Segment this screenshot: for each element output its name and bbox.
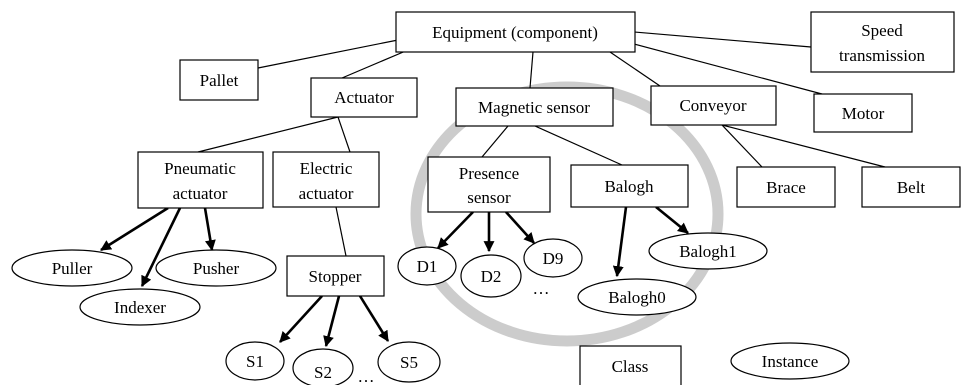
arrow-stopper-s5	[358, 295, 390, 342]
arrow-pneumatic-indexer	[140, 207, 182, 287]
arrow-balogh-balogh0	[612, 206, 628, 278]
class-equipment[interactable]: Equipment (component)	[395, 11, 636, 53]
edge-magnetic-balogh	[534, 125, 623, 166]
class-actuator[interactable]: Actuator	[310, 77, 418, 118]
legend-class: Class	[579, 345, 682, 385]
arrow-balogh-balogh1	[655, 205, 689, 235]
instance-indexer-label: Indexer	[114, 298, 166, 317]
class-motor[interactable]: Motor	[813, 93, 913, 133]
class-presence-sensor[interactable]: Presence sensor	[427, 156, 551, 213]
instance-puller-label: Puller	[52, 259, 93, 278]
class-pneumatic-actuator[interactable]: Pneumatic actuator	[137, 151, 264, 209]
edges	[197, 31, 886, 257]
class-speed-transmission-label-1: Speed	[861, 21, 903, 40]
class-conveyor-label: Conveyor	[679, 96, 746, 115]
class-speed-transmission[interactable]: Speed transmission	[810, 11, 955, 73]
instance-balogh0-label: Balogh0	[608, 288, 666, 307]
instance-d9-label: D9	[543, 249, 564, 268]
class-equipment-label: Equipment (component)	[432, 23, 598, 42]
class-stopper[interactable]: Stopper	[286, 255, 385, 297]
instance-d-ellipsis: …	[533, 279, 550, 298]
edge-conveyor-belt	[721, 124, 886, 168]
instance-d9[interactable]: D9	[523, 238, 583, 278]
instance-d2[interactable]: D2	[460, 254, 522, 298]
instance-s5-label: S5	[400, 353, 418, 372]
edge-equipment-magnetic-sensor	[529, 51, 534, 89]
class-balogh-label: Balogh	[604, 177, 654, 196]
instance-arrows	[100, 205, 689, 348]
instance-puller[interactable]: Puller	[11, 249, 133, 287]
class-stopper-label: Stopper	[309, 267, 362, 286]
arrow-presence-d1	[437, 211, 474, 249]
instance-s2[interactable]: S2	[292, 348, 354, 385]
instance-s1-label: S1	[246, 352, 264, 371]
instance-nodes: Puller Indexer Pusher D1 D2 D9 … Balogh1	[11, 232, 768, 385]
edge-equipment-pallet	[257, 39, 399, 69]
arrow-stopper-s1	[279, 295, 323, 343]
class-actuator-label: Actuator	[334, 88, 394, 107]
legend-instance: Instance	[730, 342, 850, 380]
edge-equipment-speed	[633, 31, 812, 48]
instance-pusher[interactable]: Pusher	[155, 249, 277, 287]
instance-d2-label: D2	[481, 267, 502, 286]
class-magnetic-sensor[interactable]: Magnetic sensor	[455, 87, 614, 127]
class-motor-label: Motor	[842, 104, 885, 123]
instance-s1[interactable]: S1	[225, 341, 285, 381]
class-pallet[interactable]: Pallet	[179, 59, 259, 101]
instance-balogh1-label: Balogh1	[679, 242, 737, 261]
highlight-ring	[410, 81, 724, 347]
class-conveyor[interactable]: Conveyor	[650, 85, 777, 126]
legend-instance-label: Instance	[762, 352, 819, 371]
edge-magnetic-presence	[481, 125, 509, 158]
class-speed-transmission-label-2: transmission	[839, 46, 925, 65]
instance-s2-label: S2	[314, 363, 332, 382]
class-nodes: Equipment (component) Speed transmission…	[137, 11, 961, 297]
class-pneumatic-actuator-label-1: Pneumatic	[164, 159, 236, 178]
class-brace-label: Brace	[766, 178, 806, 197]
arrow-presence-d9	[505, 211, 535, 244]
class-pneumatic-actuator-label-2: actuator	[173, 184, 228, 203]
instance-balogh0[interactable]: Balogh0	[577, 278, 697, 316]
instance-s5[interactable]: S5	[377, 341, 441, 383]
class-presence-sensor-label-2: sensor	[467, 188, 511, 207]
instance-balogh1[interactable]: Balogh1	[648, 232, 768, 270]
edge-equipment-motor	[633, 43, 823, 95]
legend-class-label: Class	[612, 357, 649, 376]
instance-s-ellipsis: …	[358, 367, 375, 385]
instance-d1-label: D1	[417, 257, 438, 276]
edge-electric-stopper	[335, 206, 347, 257]
class-balogh[interactable]: Balogh	[570, 164, 689, 208]
class-electric-actuator-label-1: Electric	[300, 159, 353, 178]
class-belt[interactable]: Belt	[861, 166, 961, 208]
class-belt-label: Belt	[897, 178, 926, 197]
instance-d1[interactable]: D1	[397, 246, 457, 286]
arrow-stopper-s2	[323, 295, 341, 348]
edge-actuator-pneumatic	[197, 116, 339, 153]
class-electric-actuator-label-2: actuator	[299, 184, 354, 203]
class-presence-sensor-label-1: Presence	[459, 164, 519, 183]
instance-pusher-label: Pusher	[193, 259, 240, 278]
edge-actuator-electric	[337, 116, 351, 153]
class-electric-actuator[interactable]: Electric actuator	[272, 151, 380, 208]
arrow-pneumatic-pusher	[203, 207, 216, 252]
instance-indexer[interactable]: Indexer	[79, 288, 201, 326]
class-brace[interactable]: Brace	[736, 166, 836, 208]
arrow-pneumatic-puller	[100, 206, 169, 252]
edge-equipment-conveyor	[609, 51, 661, 87]
legend: Class Instance	[579, 342, 850, 385]
edge-equipment-actuator	[341, 49, 409, 79]
edge-conveyor-brace	[721, 124, 763, 168]
class-pallet-label: Pallet	[200, 71, 239, 90]
class-magnetic-sensor-label: Magnetic sensor	[478, 98, 590, 117]
